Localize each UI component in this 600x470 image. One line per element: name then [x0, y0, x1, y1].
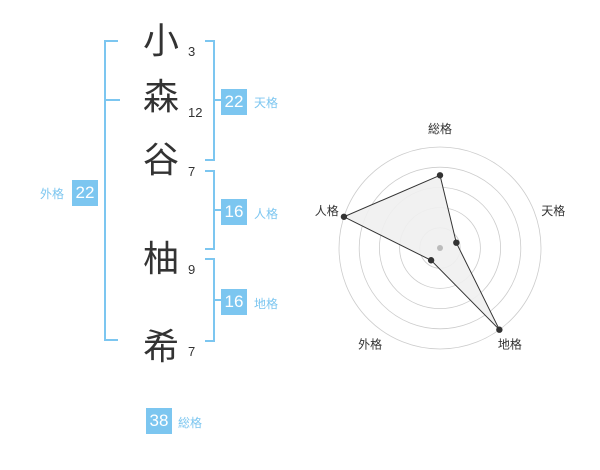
stroke-count-3: 7	[188, 164, 196, 179]
stroke-count-4: 9	[188, 262, 196, 277]
radar-data-points	[340, 172, 503, 333]
radar-axis-label-4: 外格	[358, 336, 382, 351]
tenkaku-label: 天格	[254, 96, 279, 110]
chikaku-label: 地格	[254, 297, 279, 311]
jinkaku-bracket	[205, 170, 215, 250]
name-char-5: 希	[142, 327, 179, 368]
gaikaku-label: 外格	[40, 187, 65, 201]
jinkaku-score-badge: 16	[221, 199, 247, 225]
stroke-count-2: 12	[188, 105, 203, 120]
tenkaku-bracket	[205, 40, 215, 161]
soukaku-score-badge: 38	[146, 408, 172, 434]
radar-data-polygon	[342, 174, 500, 331]
chikaku-bracket	[205, 258, 215, 342]
radar-axis-label-5: 人格	[315, 203, 339, 218]
radar-point-4	[427, 257, 435, 264]
radar-axis-label-1: 総格	[428, 121, 452, 136]
radar-ring-4	[358, 166, 522, 330]
radar-point-2	[453, 239, 460, 246]
soukaku-label: 総格	[178, 416, 203, 430]
tenkaku-bracket-tick	[215, 99, 221, 101]
chikaku-score-badge: 16	[221, 289, 247, 315]
radar-point-1	[436, 172, 444, 179]
radar-axis-label-2: 天格	[541, 203, 565, 218]
radar-point-5	[340, 213, 348, 220]
name-char-3: 谷	[142, 140, 179, 181]
radar-point-3	[496, 326, 503, 333]
name-char-1: 小	[142, 21, 179, 62]
jinkaku-label: 人格	[254, 207, 279, 221]
gaikaku-score-badge: 22	[72, 180, 98, 206]
stroke-count-5: 7	[188, 344, 196, 359]
chikaku-bracket-tick	[215, 299, 221, 301]
tenkaku-score-badge: 22	[221, 89, 247, 115]
gaikaku-bracket-tick	[104, 99, 120, 101]
jinkaku-bracket-tick	[215, 209, 221, 211]
gaikaku-bracket	[104, 40, 118, 341]
name-char-4: 柚	[142, 239, 179, 280]
name-char-2: 森	[142, 77, 179, 118]
radar-axis-label-3: 地格	[498, 336, 522, 351]
radar-center-dot	[437, 245, 443, 251]
stroke-count-1: 3	[188, 44, 196, 59]
radar-ring-5	[338, 146, 542, 350]
